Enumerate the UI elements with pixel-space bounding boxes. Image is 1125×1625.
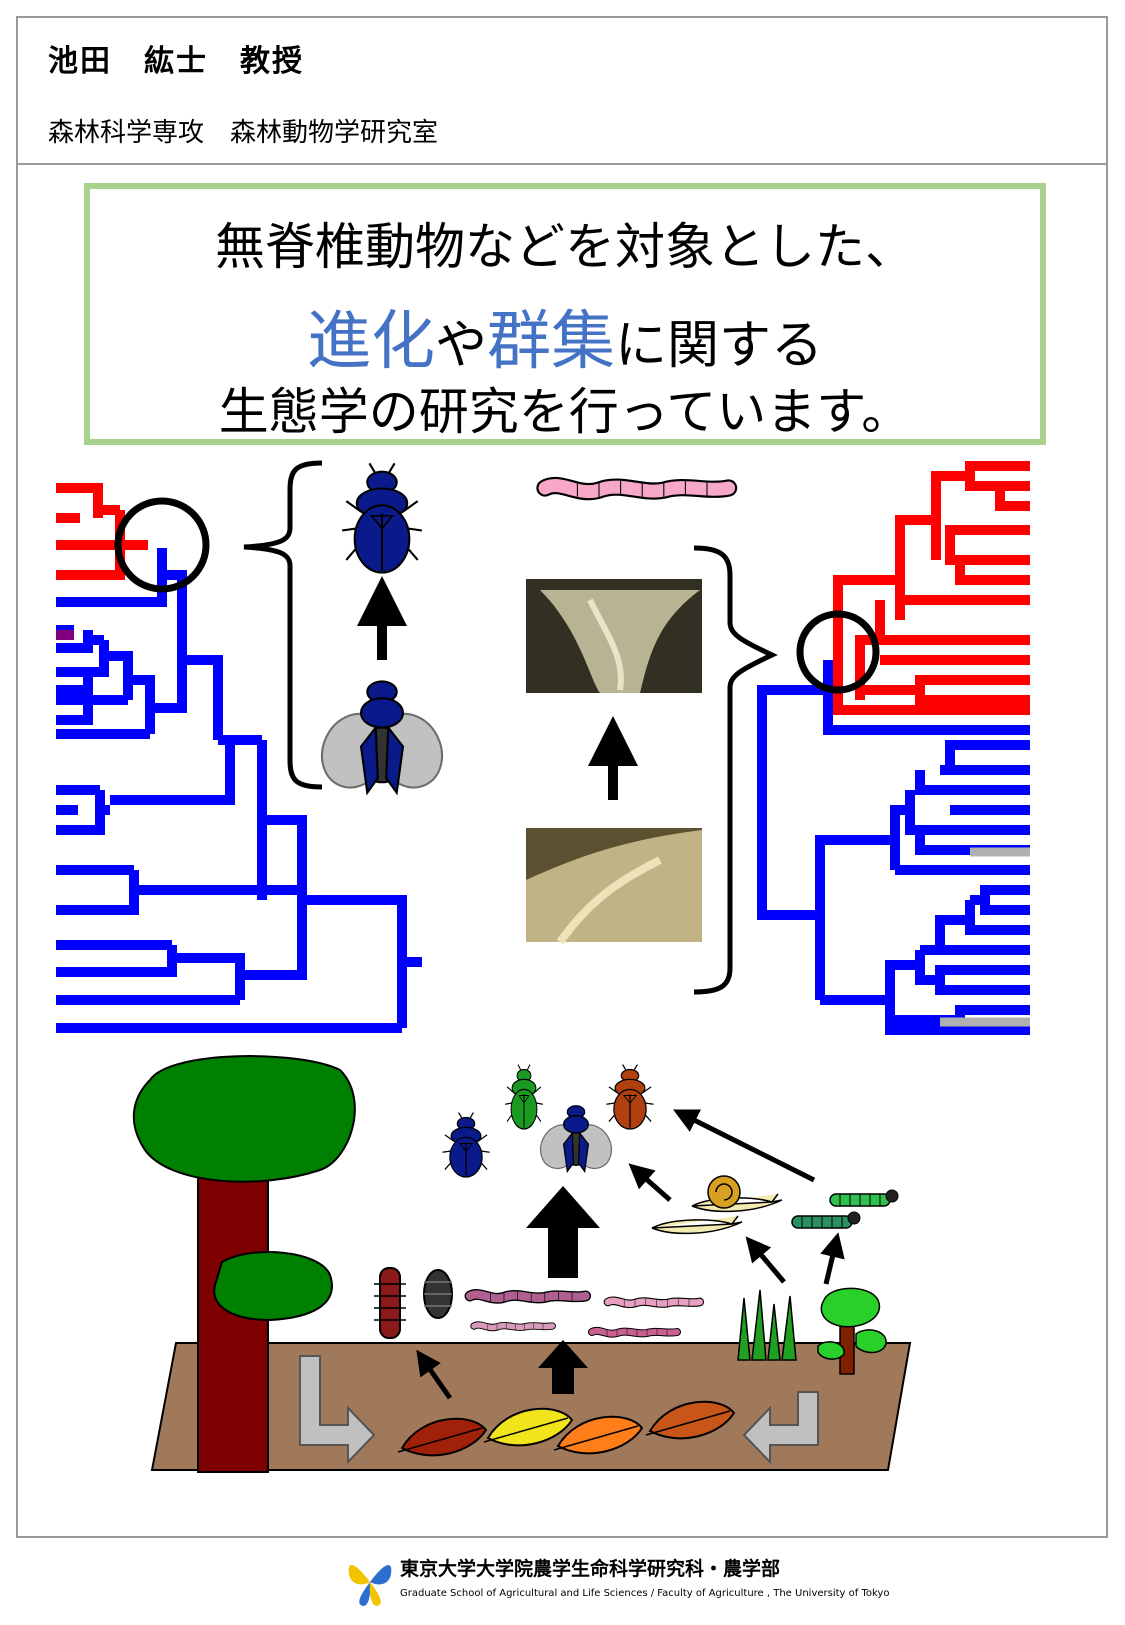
slug-icon xyxy=(651,1215,743,1235)
beetle-icon xyxy=(605,1063,655,1130)
university-name-en: Graduate School of Agricultural and Life… xyxy=(400,1588,890,1599)
arrow-icon xyxy=(299,1355,376,1465)
beetle-icon xyxy=(341,462,423,574)
arrow-icon xyxy=(628,1163,672,1202)
earthworm-icon xyxy=(474,1322,552,1330)
research-summary-box: 無脊椎動物などを対象とした、 進化や群集に関する 生態学の研究を行っています。 xyxy=(84,183,1046,445)
community-term: 群集 xyxy=(487,305,615,379)
gut-evolution-illustration xyxy=(526,479,778,995)
summary-line-2: 進化や群集に関する xyxy=(90,290,1040,382)
arrow-icon xyxy=(742,1391,819,1465)
sapling-icon xyxy=(817,1287,887,1375)
earthworm-icon xyxy=(592,1328,677,1337)
arrow-icon xyxy=(538,1340,588,1394)
summary-line-1: 無脊椎動物などを対象とした、 xyxy=(215,218,915,276)
summary-line-3: 生態学の研究を行っています。 xyxy=(218,383,912,441)
woodlouse-icon xyxy=(423,1269,453,1319)
arrow-icon xyxy=(745,1236,786,1284)
beetle-icon xyxy=(441,1111,491,1178)
university-logo-icon xyxy=(348,1564,392,1606)
header-divider xyxy=(18,163,1106,165)
caterpillar-icon xyxy=(791,1211,861,1229)
department-label: 森林科学専攻 森林動物学研究室 xyxy=(48,118,439,148)
arrow-icon xyxy=(673,1109,816,1183)
tree-icon xyxy=(132,1055,356,1473)
university-name-ja: 東京大学大学院農学生命科学研究科・農学部 xyxy=(400,1558,781,1580)
summary-connector: や xyxy=(434,316,487,376)
evolution-term: 進化 xyxy=(306,305,435,379)
right-phylogenetic-tree xyxy=(757,461,1030,1035)
earthworm-icon xyxy=(608,1298,700,1307)
summary-line-2-end: に関する xyxy=(615,316,824,376)
fly-icon xyxy=(309,680,455,800)
beetle-icon xyxy=(504,1063,544,1130)
grass-icon xyxy=(737,1289,797,1361)
forest-ecosystem-illustration xyxy=(132,1055,912,1473)
earthworm-icon xyxy=(470,1291,586,1303)
university-footer: 東京大学大学院農学生命科学研究科・農学部 Graduate School of … xyxy=(345,1548,889,1614)
earthworm-icon xyxy=(545,479,729,497)
fly-icon xyxy=(532,1105,620,1176)
snail-icon xyxy=(691,1175,783,1213)
professor-name: 池田 紘士 教授 xyxy=(48,44,304,79)
evolution-illustration xyxy=(243,460,455,800)
arrow-icon xyxy=(820,1232,845,1285)
arrow-icon xyxy=(526,1186,600,1278)
arrow-icon xyxy=(416,1349,453,1400)
caterpillar-icon xyxy=(829,1189,899,1207)
left-phylogenetic-tree xyxy=(56,483,422,1033)
page-frame xyxy=(16,16,1108,1538)
millipede-icon xyxy=(374,1267,406,1339)
